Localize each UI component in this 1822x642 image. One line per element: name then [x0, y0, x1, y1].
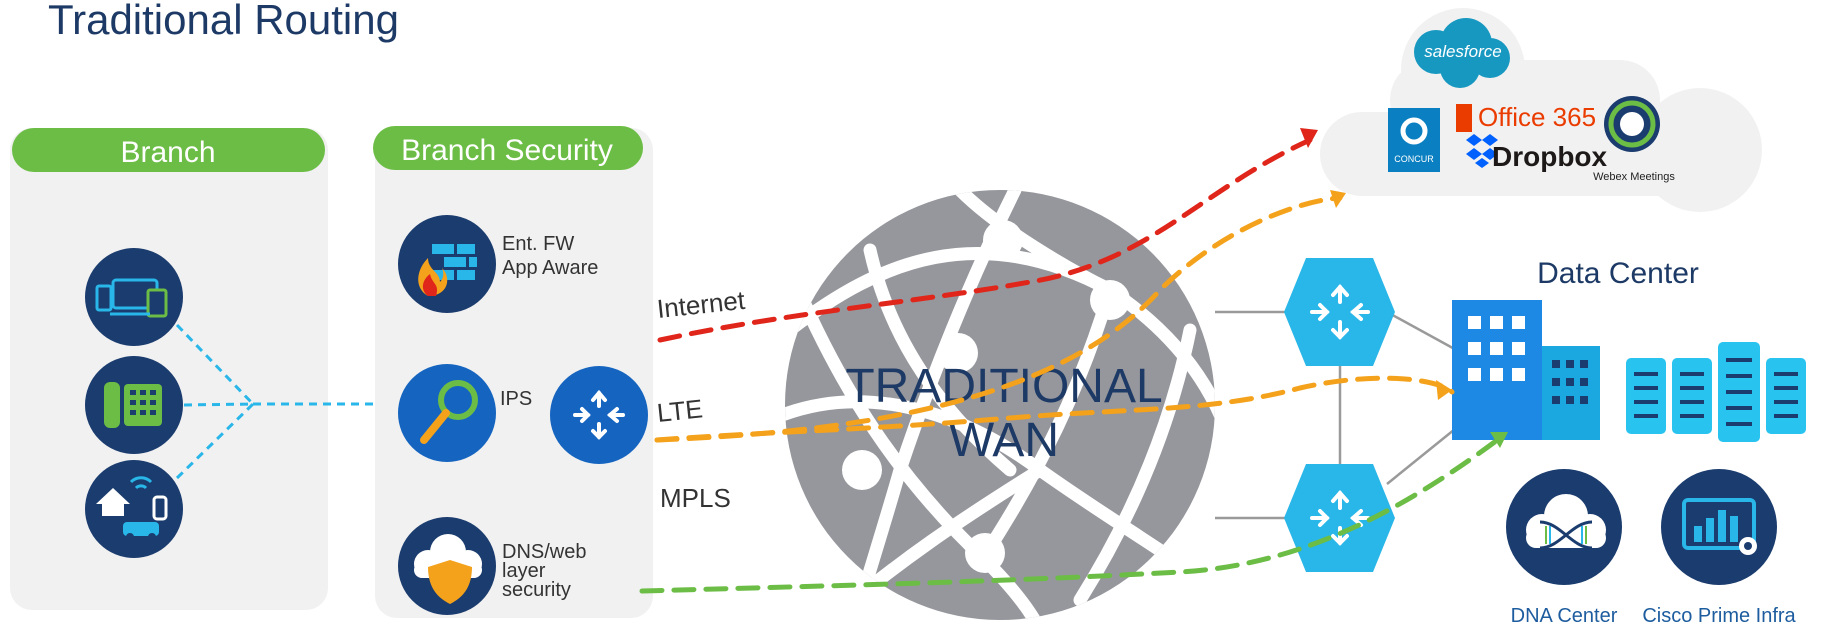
lte-label: LTE	[655, 393, 704, 428]
mpls-path	[639, 435, 1503, 594]
branch-router-icon	[550, 366, 648, 464]
webex-text: Webex Meetings	[1593, 171, 1675, 183]
branch-label: Branch	[120, 136, 215, 169]
traditional-wan-globe: TRADITIONAL WAN	[785, 190, 1215, 620]
salesforce-text: salesforce	[1424, 42, 1501, 61]
firewall-label-line1: Ent. FW	[502, 233, 574, 255]
server-rack-icon	[1626, 342, 1806, 442]
path-arrowheads	[1300, 128, 1508, 448]
dns-security-cloud-shield-icon	[398, 517, 496, 615]
salesforce-logo: salesforce	[1414, 18, 1510, 88]
office365-text: Office 365	[1478, 102, 1596, 132]
branch-security-header	[373, 126, 643, 170]
phone-icon	[85, 356, 183, 454]
cisco-prime-icon	[1661, 469, 1777, 585]
cisco-prime-label: Cisco Prime Infra	[1642, 605, 1796, 627]
devices-icon	[85, 248, 183, 346]
mpls-label: MPLS	[660, 483, 731, 513]
office365-logo: Office 365	[1456, 102, 1596, 132]
wan-label-line2: WAN	[949, 414, 1059, 467]
iot-home-icon	[85, 460, 183, 558]
dna-center-label: DNA Center	[1511, 605, 1618, 627]
datacenter-label: Data Center	[1537, 257, 1699, 290]
lte-path-cloud	[654, 195, 1343, 443]
webex-logo: Webex Meetings	[1593, 96, 1675, 183]
page-title: Traditional Routing	[48, 0, 399, 43]
firewall-icon	[398, 215, 496, 313]
branch-connectors	[175, 323, 374, 480]
internet-path	[657, 137, 1313, 343]
branch-security-label: Branch Security	[401, 134, 613, 167]
dropbox-logo: Dropbox	[1466, 134, 1608, 172]
ips-magnifier-icon	[398, 364, 496, 462]
dna-center-icon	[1506, 469, 1622, 585]
dns-label-line3: security	[502, 579, 571, 601]
ips-label: IPS	[500, 388, 532, 410]
concur-logo: CONCUR	[1388, 108, 1440, 172]
datacenter-building-icon	[1452, 300, 1600, 440]
dropbox-text: Dropbox	[1492, 141, 1608, 172]
wan-router-top-icon	[1284, 258, 1395, 366]
internet-label: Internet	[655, 285, 747, 324]
concur-text: CONCUR	[1394, 154, 1434, 164]
firewall-label-line2: App Aware	[502, 257, 598, 279]
dns-label-line2: layer	[502, 560, 546, 582]
dns-label-line1: DNS/web	[502, 541, 586, 563]
branch-header	[12, 128, 325, 172]
